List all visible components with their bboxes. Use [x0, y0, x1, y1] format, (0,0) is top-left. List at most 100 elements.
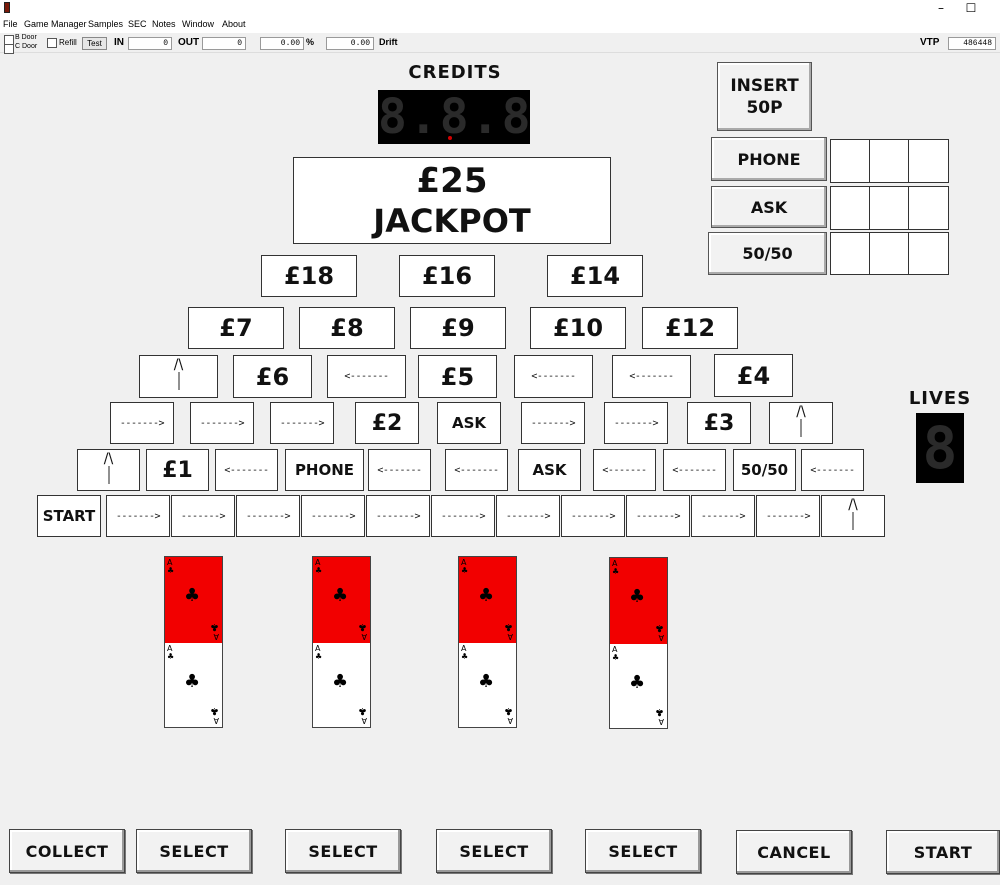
club-suit-icon: ♣ — [629, 672, 646, 693]
jackpot-amount: £25 — [416, 160, 488, 201]
card-hold-overlay: A♣ ♣ A♣ — [610, 558, 667, 644]
ladder-5050-square: 50/50 — [733, 449, 796, 491]
insert-50p-button[interactable]: INSERT 50P — [717, 62, 812, 131]
percent-label: % — [306, 37, 315, 47]
menu-file[interactable]: File — [3, 19, 18, 29]
c-door-label: C Door — [15, 43, 38, 50]
cancel-button[interactable]: CANCEL — [736, 830, 852, 874]
card-corner-bottom: A♣ — [504, 621, 513, 641]
prize-12: £12 — [642, 307, 738, 349]
card-corner-bottom: A♣ — [210, 705, 219, 725]
ladder-up-arrow: /\ — [139, 355, 218, 398]
card-corner-bottom: A♣ — [655, 706, 664, 726]
ladder-right-arrow: -------> — [270, 402, 334, 444]
ladder-right-arrow: -------> — [691, 495, 755, 537]
app-icon — [4, 2, 10, 13]
start-button[interactable]: START — [886, 830, 1000, 874]
vtp-label: VTP — [920, 37, 940, 48]
ladder-right-arrow: -------> — [106, 495, 170, 537]
prize-8: £8 — [299, 307, 395, 349]
ladder-right-arrow: -------> — [301, 495, 365, 537]
maximize-button[interactable]: ☐ — [965, 1, 977, 15]
ladder-right-arrow: -------> — [521, 402, 585, 444]
ladder-up-arrow: /\ — [769, 402, 833, 444]
ladder-right-arrow: -------> — [626, 495, 690, 537]
ladder-start-square: START — [37, 495, 101, 537]
prize-2: £2 — [355, 402, 419, 444]
card-3[interactable]: A♣ ♣ A♣ A♣ ♣ A♣ — [458, 556, 517, 728]
minimize-button[interactable]: – — [938, 1, 944, 15]
prize-16: £16 — [399, 255, 495, 297]
test-button[interactable]: Test — [82, 37, 107, 50]
credits-label: CREDITS — [408, 62, 502, 83]
card-hold-overlay: A♣ ♣ A♣ — [165, 557, 222, 643]
club-suit-icon: ♣ — [184, 671, 201, 692]
prize-4: £4 — [714, 354, 793, 397]
menu-window[interactable]: Window — [182, 19, 215, 29]
card-face: A♣ ♣ A♣ — [313, 643, 370, 727]
lives-label: LIVES — [908, 388, 972, 409]
ladder-up-arrow: /\ — [77, 449, 140, 491]
menu-bar: File Game Manager Samples SEC Notes Wind… — [0, 18, 1000, 33]
5050-slot-1 — [830, 232, 870, 275]
prize-18: £18 — [261, 255, 357, 297]
credits-decimal-dot — [448, 136, 452, 140]
credits-display: 8.8.8.8 — [378, 90, 530, 144]
out-field[interactable]: 0 — [202, 37, 246, 50]
ladder-left-arrow: <------- — [593, 449, 656, 491]
card-corner-bottom: A♣ — [655, 622, 664, 642]
select-button-1[interactable]: SELECT — [136, 829, 252, 873]
ladder-left-arrow: <------- — [368, 449, 431, 491]
menu-notes[interactable]: Notes — [152, 19, 176, 29]
percent-field[interactable]: 0.00 — [260, 37, 304, 50]
refill-checkbox[interactable] — [47, 38, 57, 48]
club-suit-icon: ♣ — [184, 585, 201, 606]
ask-slot-3 — [908, 186, 949, 230]
5050-slot-3 — [908, 232, 949, 275]
menu-about[interactable]: About — [222, 19, 246, 29]
collect-button[interactable]: COLLECT — [9, 829, 125, 873]
ladder-left-arrow: <------- — [663, 449, 726, 491]
menu-samples[interactable]: Samples — [88, 19, 124, 29]
drift-field[interactable]: 0.00 — [326, 37, 374, 50]
lifeline-5050-label: 50/50 — [708, 232, 827, 275]
menu-game-manager[interactable]: Game Manager — [24, 19, 87, 29]
5050-slot-2 — [869, 232, 909, 275]
title-bar: – ☐ — [0, 0, 1000, 18]
phone-slot-3 — [908, 139, 949, 183]
card-face: A♣ ♣ A♣ — [165, 643, 222, 727]
ladder-phone-square: PHONE — [285, 449, 364, 491]
card-corner-top: A♣ — [315, 644, 323, 661]
insert-line2: 50P — [746, 97, 783, 118]
select-button-3[interactable]: SELECT — [436, 829, 552, 873]
in-field[interactable]: 0 — [128, 37, 172, 50]
out-label: OUT — [178, 37, 200, 48]
card-corner-top: A♣ — [461, 644, 469, 661]
card-1[interactable]: A♣ ♣ A♣ A♣ ♣ A♣ — [164, 556, 223, 728]
select-button-4[interactable]: SELECT — [585, 829, 701, 873]
up-arrow-icon: /\ — [796, 404, 806, 420]
club-suit-icon: ♣ — [478, 585, 495, 606]
card-4[interactable]: A♣ ♣ A♣ A♣ ♣ A♣ — [609, 557, 668, 729]
in-label: IN — [114, 37, 124, 48]
club-suit-icon: ♣ — [478, 671, 495, 692]
insert-line1: INSERT — [730, 75, 799, 96]
menu-sec[interactable]: SEC — [128, 19, 147, 29]
card-hold-overlay: A♣ ♣ A♣ — [313, 557, 370, 643]
card-2[interactable]: A♣ ♣ A♣ A♣ ♣ A♣ — [312, 556, 371, 728]
lives-display: 8 — [916, 413, 964, 483]
select-button-2[interactable]: SELECT — [285, 829, 401, 873]
ladder-left-arrow: <------- — [445, 449, 508, 491]
up-arrow-icon: /\ — [103, 451, 114, 467]
card-corner-top: A♣ — [612, 645, 620, 662]
vtp-field[interactable]: 486448 — [948, 37, 996, 50]
club-suit-icon: ♣ — [629, 586, 646, 607]
card-corner-top: A♣ — [315, 558, 323, 575]
ladder-left-arrow: <------- — [801, 449, 864, 491]
ladder-right-arrow: -------> — [756, 495, 820, 537]
c-door-checkbox[interactable] — [4, 44, 14, 54]
jackpot-panel: £25 JACKPOT — [293, 157, 611, 244]
prize-5: £5 — [418, 355, 497, 398]
card-corner-top: A♣ — [167, 644, 175, 661]
jackpot-label: JACKPOT — [373, 201, 531, 240]
